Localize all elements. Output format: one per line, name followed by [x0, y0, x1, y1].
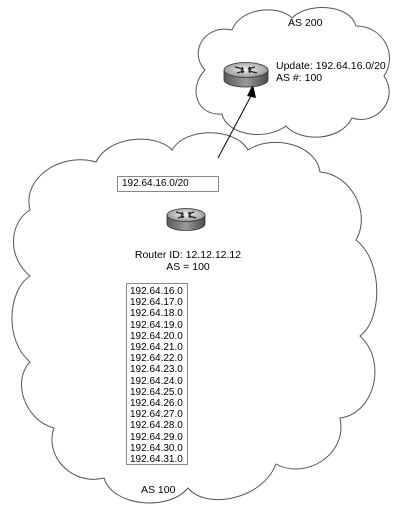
as100-label: AS 100	[141, 484, 176, 496]
router-id-label: Router ID: 12.12.12.12	[134, 249, 242, 261]
prefix-item: 192.64.19.0	[130, 319, 183, 331]
prefix-item: 192.64.29.0	[130, 431, 183, 443]
prefix-item: 192.64.30.0	[130, 442, 183, 454]
prefix-item: 192.64.18.0	[130, 308, 183, 320]
prefix-item: 192.64.27.0	[130, 409, 183, 421]
as200-cloud	[195, 7, 390, 138]
router-as200-icon	[223, 62, 269, 88]
prefix-item: 192.64.28.0	[130, 420, 183, 432]
prefix-item: 192.64.23.0	[130, 364, 183, 376]
prefix-item: 192.64.17.0	[130, 297, 183, 309]
as200-label: AS 200	[288, 17, 323, 29]
prefix-item: 192.64.26.0	[130, 398, 183, 410]
prefix-item: 192.64.16.0	[130, 286, 183, 297]
prefix-item: 192.64.25.0	[130, 386, 183, 398]
prefix-item: 192.64.21.0	[130, 342, 183, 354]
prefix-item: 192.64.22.0	[130, 353, 183, 365]
prefix-list: 192.64.16.0 192.64.17.0 192.64.18.0 192.…	[126, 283, 188, 465]
prefix-item: 192.64.31.0	[130, 454, 183, 466]
prefix-item: 192.64.20.0	[130, 330, 183, 342]
router-as100-icon	[166, 208, 206, 231]
update-as-label: AS #: 100	[276, 72, 323, 84]
router-as-label: AS = 100	[166, 261, 210, 273]
as100-cloud	[11, 132, 378, 504]
aggregate-prefix-box: 192.64.16.0/20	[117, 176, 219, 192]
prefix-item: 192.64.24.0	[130, 375, 183, 387]
update-prefix-label: Update: 192.64.16.0/20	[276, 60, 386, 72]
update-arrow	[217, 84, 256, 159]
